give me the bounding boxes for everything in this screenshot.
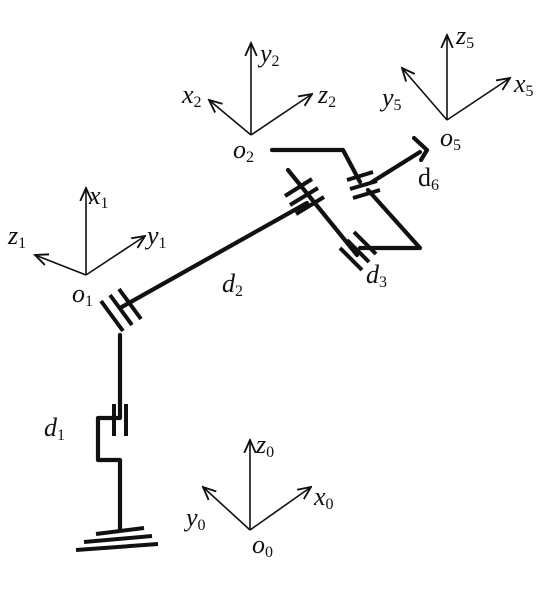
wrist-mark-2 [349,179,378,191]
d3-mark-2 [345,238,371,264]
manipulator [95,135,430,533]
label-d1: d1 [44,413,65,444]
label-z0: z0 [255,430,274,461]
end-effector [411,135,430,163]
link-d6 [369,149,423,185]
o1-mark-1 [99,299,125,333]
link-right-frame [357,187,423,251]
joint-base-ground [75,526,159,552]
link-base [95,332,123,533]
link-upper-bracket [269,147,363,185]
d3-mark-1 [338,246,364,272]
label-o5: o5 [440,123,461,154]
frame-5-axes [402,35,510,121]
joint-o1 [99,287,143,333]
joint-wrist [346,170,381,200]
label-o1: o1 [72,279,93,310]
y0-axis [203,487,251,531]
label-o0: o0 [252,530,273,561]
frame-1-axes [35,188,145,276]
joint-d1-prismatic [112,404,128,436]
ground-line-2 [83,534,153,544]
label-o2: o2 [233,135,254,166]
label-x1: x1 [88,181,109,212]
label-d6: d6 [418,163,439,194]
ground-line-3 [75,542,159,552]
frame-0-axes [203,440,311,531]
joint-d3-block [338,230,378,272]
label-y5: y5 [379,83,402,114]
label-z2: z2 [317,80,336,111]
label-d3: d3 [366,260,387,291]
z1-axis [35,255,87,276]
d2-mark-3 [294,195,326,216]
joint-d2-block [283,177,326,216]
label-x5: x5 [513,69,534,100]
d2-mark-2 [288,186,320,207]
wrist-mark-1 [346,170,374,182]
z2-axis [250,94,312,136]
o1-mark-2 [108,293,134,327]
x2-axis [209,100,252,136]
o1-mark-3 [117,287,143,321]
x0-axis [249,487,311,531]
label-y0: y0 [183,503,206,534]
label-y2: y2 [257,39,280,70]
label-x2: x2 [181,80,202,111]
label-d2: d2 [222,269,243,300]
y5-axis [402,68,448,121]
label-z5: z5 [455,21,474,52]
link-column [285,167,360,258]
d3-mark-3 [352,230,378,256]
frame-2-axes [209,43,312,136]
x5-axis [446,78,510,121]
label-y1: y1 [144,221,167,252]
link-d2 [117,200,310,311]
label-z1: z1 [7,221,26,252]
ground-line-1 [95,526,145,536]
wrist-mark-3 [352,188,381,200]
label-x0: x0 [313,482,334,513]
y1-axis [85,236,145,276]
d2-mark-1 [283,177,314,198]
